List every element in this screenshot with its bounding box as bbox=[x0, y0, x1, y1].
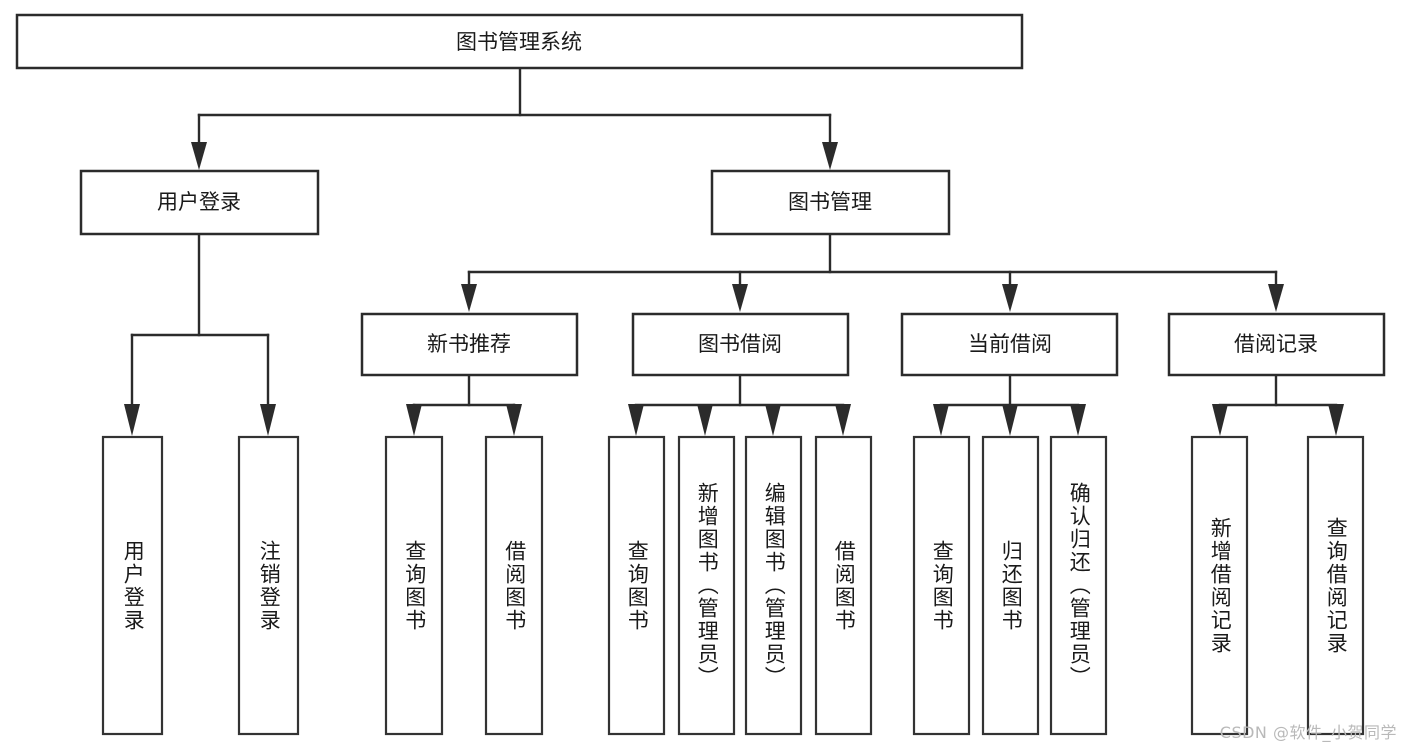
arrow-borrow-record bbox=[1268, 284, 1284, 312]
leaf-borrow-book-2-box[interactable] bbox=[814, 435, 873, 736]
leaf-query-record-box[interactable] bbox=[1306, 435, 1365, 736]
arrow-to-book-manage bbox=[822, 142, 838, 170]
arrow-leaf-add-record bbox=[1212, 404, 1228, 436]
leaf-borrow-book-1-box[interactable] bbox=[484, 435, 544, 736]
arrow-book-borrow bbox=[732, 284, 748, 312]
connector-layer bbox=[124, 66, 1344, 436]
arrow-leaf-borrow-book-2 bbox=[835, 404, 851, 436]
leaf-query-book-2-box[interactable] bbox=[607, 435, 666, 736]
node-borrow-record-box[interactable] bbox=[1167, 312, 1386, 377]
node-new-book-recommend-box[interactable] bbox=[360, 312, 579, 377]
node-book-manage-label: 图书管理 bbox=[788, 190, 872, 214]
arrow-leaf-user-logout bbox=[260, 404, 276, 436]
leaf-edit-book-box[interactable] bbox=[744, 435, 803, 736]
arrow-leaf-query-book-3 bbox=[933, 404, 949, 436]
node-current-borrow-box[interactable] bbox=[900, 312, 1119, 377]
node-book-manage-box[interactable] bbox=[710, 169, 951, 236]
node-root-label: 图书管理系统 bbox=[456, 30, 582, 54]
leaf-query-book-3-box[interactable] bbox=[912, 435, 971, 736]
node-book-borrow-label: 图书借阅 bbox=[698, 332, 782, 356]
leaf-query-book-2-label: 查询图书 bbox=[625, 539, 650, 632]
arrow-leaf-confirm-return bbox=[1070, 404, 1086, 436]
arrow-leaf-query-book-2 bbox=[628, 404, 644, 436]
arrow-leaf-borrow-book-1 bbox=[506, 404, 522, 436]
arrow-leaf-user-login bbox=[124, 404, 140, 436]
watermark-text: CSDN @软件_小贺同学 bbox=[1219, 723, 1397, 742]
node-new-book-recommend-label: 新书推荐 bbox=[427, 332, 511, 356]
node-root-box[interactable] bbox=[15, 13, 1024, 70]
leaf-user-logout-box[interactable] bbox=[237, 435, 300, 736]
node-user-login-box[interactable] bbox=[79, 169, 320, 236]
node-borrow-record-label: 借阅记录 bbox=[1234, 332, 1318, 356]
leaf-confirm-return-label: 确认归还（管理员） bbox=[1067, 482, 1092, 689]
leaf-query-book-3-label: 查询图书 bbox=[930, 539, 955, 632]
leaf-add-book-box[interactable] bbox=[677, 435, 736, 736]
leaf-query-book-1-box[interactable] bbox=[384, 435, 444, 736]
node-book-borrow-box[interactable] bbox=[631, 312, 850, 377]
leaf-query-book-1-label: 查询图书 bbox=[402, 539, 427, 632]
leaf-query-record-label: 查询借阅记录 bbox=[1324, 516, 1349, 655]
node-user-login-label: 用户登录 bbox=[157, 190, 241, 214]
arrow-to-user-login bbox=[191, 142, 207, 170]
leaf-borrow-book-1-label: 借阅图书 bbox=[502, 539, 527, 632]
node-current-borrow-label: 当前借阅 bbox=[968, 332, 1052, 356]
leaf-add-record-box[interactable] bbox=[1190, 435, 1249, 736]
leaf-user-login-box[interactable] bbox=[101, 435, 164, 736]
arrow-current-borrow bbox=[1002, 284, 1018, 312]
leaf-user-logout-label: 注销登录 bbox=[257, 539, 282, 632]
arrow-leaf-edit-book bbox=[765, 404, 781, 436]
leaf-borrow-book-2-label: 借阅图书 bbox=[832, 539, 857, 632]
arrow-leaf-return-book bbox=[1002, 404, 1018, 436]
node-layer: 图书管理系统 用户登录 图书管理 新书推荐 图书借阅 当前借阅 借阅记录 bbox=[15, 13, 1386, 736]
arrow-new-book-recommend bbox=[461, 284, 477, 312]
arrow-leaf-add-book bbox=[697, 404, 713, 436]
arrow-leaf-query-book-1 bbox=[406, 404, 422, 436]
leaf-return-book-box[interactable] bbox=[981, 435, 1040, 736]
leaf-return-book-label: 归还图书 bbox=[999, 539, 1024, 632]
leaf-user-login-label: 用户登录 bbox=[121, 539, 146, 632]
leaf-add-record-label: 新增借阅记录 bbox=[1208, 516, 1233, 655]
arrow-leaf-query-record bbox=[1328, 404, 1344, 436]
leaf-confirm-return-box[interactable] bbox=[1049, 435, 1108, 736]
leaf-edit-book-label: 编辑图书（管理员） bbox=[762, 482, 787, 689]
leaf-add-book-label: 新增图书（管理员） bbox=[695, 482, 720, 689]
